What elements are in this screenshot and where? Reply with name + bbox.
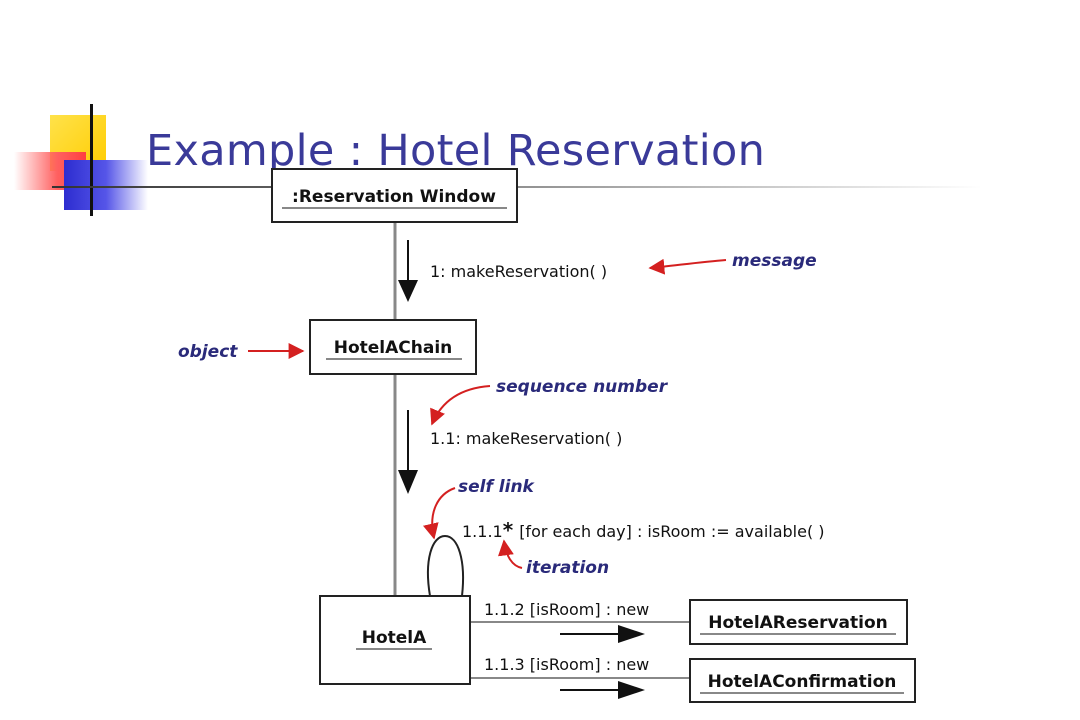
- annotation-iteration-arrow: [497, 539, 523, 569]
- message-1-1-2-label: 1.1.2 [isRoom] : new: [484, 600, 649, 619]
- annotation-message-arrow: [648, 258, 727, 275]
- annotation-sequence-number: sequence number: [496, 377, 669, 397]
- annotation-sequence-number-arrow: [430, 385, 491, 426]
- object-reservation-window: :Reservation Window: [271, 168, 518, 223]
- message-arrow-1-1-3: [560, 681, 645, 699]
- object-hotel-a-reservation: HotelAReservation: [689, 599, 908, 645]
- annotation-object: object: [178, 342, 238, 362]
- message-arrow-1: [398, 240, 418, 302]
- label-hotel-a: HotelA: [362, 628, 427, 648]
- label-hotel-a-confirmation: HotelAConfirmation: [708, 672, 897, 692]
- slide-title: Example : Hotel Reservation: [146, 126, 766, 176]
- annotation-iteration: iteration: [526, 558, 609, 578]
- label-hotel-a-reservation: HotelAReservation: [708, 613, 888, 633]
- message-arrow-1-1: [398, 410, 418, 494]
- decor-vertical-line: [90, 104, 93, 216]
- object-hotel-a-confirmation: HotelAConfirmation: [689, 658, 916, 703]
- message-1-1-1-label: 1.1.1*[for each day] : isRoom := availab…: [462, 518, 825, 542]
- annotation-message: message: [732, 251, 817, 271]
- object-hotel-a: HotelA: [319, 595, 471, 685]
- object-hotel-a-chain: HotelAChain: [309, 319, 477, 375]
- message-1-1-3-label: 1.1.3 [isRoom] : new: [484, 655, 649, 674]
- label-hotel-a-chain: HotelAChain: [334, 338, 453, 358]
- message-arrow-1-1-2: [560, 625, 645, 643]
- annotation-self-link-arrow: [422, 487, 456, 540]
- message-1-1-label: 1.1: makeReservation( ): [430, 429, 622, 448]
- annotation-self-link: self link: [458, 477, 536, 497]
- decor-blue-square: [64, 160, 148, 210]
- label-reservation-window: :Reservation Window: [292, 187, 496, 207]
- message-1-label: 1: makeReservation( ): [430, 262, 607, 281]
- self-link-loop: [426, 534, 464, 597]
